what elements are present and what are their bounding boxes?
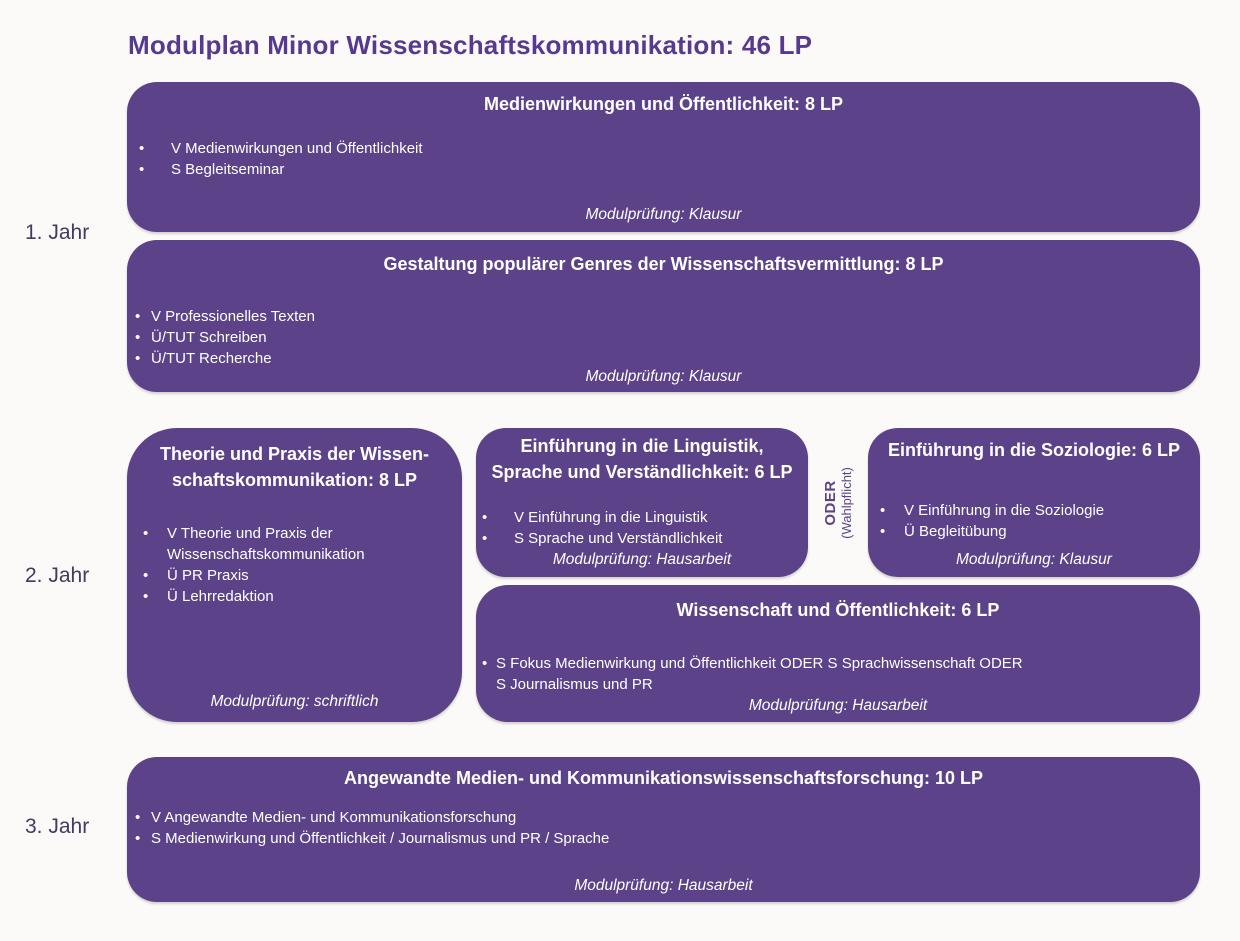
- module-bullet: Ü PR Praxis: [127, 565, 462, 586]
- module-title-line2: Sprache und Verständlichkeit: 6 LP: [491, 462, 793, 482]
- module-title: Einführung in die Soziologie: 6 LP: [888, 440, 1180, 460]
- module-gestaltung: Gestaltung populärer Genres der Wissensc…: [127, 240, 1200, 392]
- module-exam: Modulprüfung: Hausarbeit: [552, 551, 732, 568]
- module-theorie-praxis: Theorie und Praxis der Wissen- schaftsko…: [127, 428, 462, 722]
- module-exam: Modulprüfung: schriftlich: [210, 693, 379, 710]
- module-exam: Modulprüfung: Hausarbeit: [748, 697, 928, 714]
- module-bullet-list: V Theorie und Praxis der Wissenschaftsko…: [127, 523, 462, 607]
- module-bullet: V Einführung in die Linguistik: [476, 507, 808, 528]
- page-title: Modulplan Minor Wissenschaftskommunikati…: [128, 30, 813, 60]
- module-angewandte-forschung: Angewandte Medien- und Kommunikationswis…: [127, 757, 1200, 902]
- module-bullet: S Fokus Medienwirkung und Öffentlichkeit…: [476, 653, 1036, 695]
- module-title: Theorie und Praxis der Wissen- schaftsko…: [127, 441, 462, 493]
- module-bullet: Ü Lehrredaktion: [127, 586, 462, 607]
- module-title: Wissenschaft und Öffentlichkeit: 6 LP: [676, 600, 1000, 620]
- year-label-1: 1. Jahr: [25, 221, 90, 244]
- module-title: Medienwirkungen und Öffentlichkeit: 8 LP: [483, 94, 844, 114]
- module-bullet: V Professionelles Texten: [127, 306, 1200, 327]
- module-wissenschaft-oeffentlichkeit: Wissenschaft und Öffentlichkeit: 6 LP S …: [476, 585, 1200, 722]
- module-bullet: S Medienwirkung und Öffentlichkeit / Jou…: [127, 828, 1200, 849]
- module-bullet-list: V Professionelles Texten Ü/TUT Schreiben…: [127, 306, 1200, 369]
- module-title-line1: Einführung in die Linguistik,: [520, 436, 764, 456]
- module-bullet: V Einführung in die Soziologie: [868, 500, 1200, 521]
- oder-wahlpflicht-label: ODER (Wahlpflicht): [806, 428, 870, 577]
- year-label-3: 3. Jahr: [25, 815, 90, 838]
- module-bullet: V Angewandte Medien- und Kommunikationsf…: [127, 807, 1200, 828]
- module-bullet: Ü/TUT Recherche: [127, 348, 1200, 369]
- module-bullet-list: S Fokus Medienwirkung und Öffentlichkeit…: [476, 653, 1200, 695]
- module-exam: Modulprüfung: Klausur: [956, 551, 1112, 568]
- oder-text: ODER: [822, 479, 840, 526]
- module-title: Gestaltung populärer Genres der Wissensc…: [383, 254, 944, 274]
- module-bullet: V Medienwirkungen und Öffentlichkeit: [127, 138, 1200, 159]
- module-title: Angewandte Medien- und Kommunikationswis…: [343, 768, 984, 788]
- module-exam: Modulprüfung: Hausarbeit: [574, 877, 753, 894]
- module-bullet-list: V Angewandte Medien- und Kommunikationsf…: [127, 807, 1200, 849]
- module-bullet: Ü Begleitübung: [868, 521, 1200, 542]
- module-linguistik: Einführung in die Linguistik, Sprache un…: [476, 428, 808, 577]
- module-title-line2: schaftskommunikation: 8 LP: [171, 470, 418, 490]
- module-bullet-list: V Einführung in die Soziologie Ü Begleit…: [868, 500, 1200, 542]
- module-bullet: Ü/TUT Schreiben: [127, 327, 1200, 348]
- module-bullet-list: V Einführung in die Linguistik S Sprache…: [476, 507, 808, 549]
- module-medienwirkungen: Medienwirkungen und Öffentlichkeit: 8 LP…: [127, 82, 1200, 232]
- year-label-2: 2. Jahr: [25, 564, 90, 587]
- module-exam: Modulprüfung: Klausur: [585, 206, 742, 223]
- module-exam: Modulprüfung: Klausur: [585, 368, 742, 385]
- module-title: Einführung in die Linguistik, Sprache un…: [476, 433, 808, 485]
- module-soziologie: Einführung in die Soziologie: 6 LP V Ein…: [868, 428, 1200, 577]
- module-title-line1: Theorie und Praxis der Wissen-: [160, 444, 429, 464]
- module-bullet: S Sprache und Verständlichkeit: [476, 528, 808, 549]
- oder-rotated-text: ODER (Wahlpflicht): [822, 467, 854, 539]
- wahlpflicht-text: (Wahlpflicht): [839, 466, 855, 539]
- module-bullet-list: V Medienwirkungen und Öffentlichkeit S B…: [127, 138, 1200, 180]
- module-bullet: V Theorie und Praxis der Wissenschaftsko…: [127, 523, 462, 565]
- module-bullet: S Begleitseminar: [127, 159, 1200, 180]
